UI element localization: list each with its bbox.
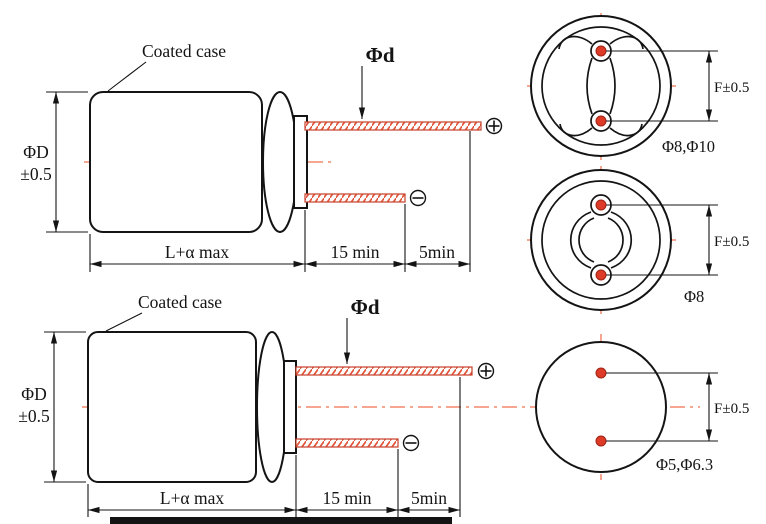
negative-lead <box>295 438 399 448</box>
vent-pattern <box>558 35 644 137</box>
negative-lead <box>304 193 406 203</box>
case-outline <box>530 15 672 157</box>
dimension-lead-diameter: Φd <box>343 295 380 364</box>
positive-terminal-icon <box>477 362 495 380</box>
case-seal-flange <box>256 331 288 483</box>
body-diameter-label: ΦD <box>23 142 48 162</box>
body-diameter-tolerance-label: ±0.5 <box>18 406 50 426</box>
vent-pattern <box>569 194 633 286</box>
case-outline <box>530 169 672 311</box>
end-view-2: F±0.5 Φ8 <box>527 166 749 314</box>
dimension-body-diameter: ΦD ±0.5 <box>20 91 88 233</box>
negative-terminal-dot <box>595 269 607 281</box>
end-view-3: F±0.5 Φ5,Φ6.3 <box>535 334 749 480</box>
positive-lead <box>304 121 482 131</box>
end-view-1: F±0.5 Φ8,Φ10 <box>527 13 749 160</box>
negative-terminal-icon <box>409 189 427 207</box>
case-size-label: Φ5,Φ6.3 <box>656 455 713 474</box>
inner-rim <box>541 26 661 146</box>
lead-length-min-label: 15 min <box>330 242 379 262</box>
dimension-lead-pitch: F±0.5 <box>606 372 749 442</box>
case-seal-flange <box>262 91 298 233</box>
lead-diameter-label: Φd <box>365 43 394 67</box>
body-diameter-tolerance-label: ±0.5 <box>20 164 52 184</box>
inner-rim <box>541 180 661 300</box>
case-outline <box>535 341 667 473</box>
pitch-label: F±0.5 <box>714 234 749 250</box>
capacitor-body <box>89 91 263 233</box>
positive-terminal-dot <box>595 199 607 211</box>
case-size-label: Φ8 <box>684 287 704 306</box>
negative-terminal-icon <box>402 434 420 452</box>
dimension-lengths: L+α max 15 min 5min <box>89 131 471 272</box>
pitch-label: F±0.5 <box>714 401 749 417</box>
dimension-lead-pitch: F±0.5 <box>606 50 749 122</box>
body-diameter-label: ΦD <box>21 384 46 404</box>
seal-stub <box>293 115 308 209</box>
leader-line <box>107 61 147 92</box>
side-view-top: Coated case ΦD ±0.5 Φd L+α max 15 min 5m… <box>20 41 503 272</box>
body-length-label: L+α max <box>165 242 229 262</box>
coated-case-label: Coated case <box>142 41 226 61</box>
dimension-lengths: L+α max 15 min 5min <box>87 377 461 517</box>
lead-length-min-label: 15 min <box>322 488 371 508</box>
negative-terminal-dot <box>595 115 607 127</box>
seal-stub <box>283 360 297 454</box>
dimension-body-diameter: ΦD ±0.5 <box>18 331 86 483</box>
side-view-bottom: Coated case ΦD ±0.5 Φd L+α max 15 min 5m… <box>18 292 700 517</box>
lead-tip-min-label: 5min <box>411 488 447 508</box>
dimension-lead-diameter: Φd <box>358 43 395 119</box>
pitch-label: F±0.5 <box>714 80 749 96</box>
body-length-label: L+α max <box>160 488 224 508</box>
capacitor-body <box>87 331 257 483</box>
coated-case-label: Coated case <box>138 292 222 312</box>
positive-lead <box>295 366 473 376</box>
dimension-lead-pitch: F±0.5 <box>606 204 749 276</box>
positive-terminal-dot <box>595 45 607 57</box>
lead-tip-min-label: 5min <box>419 242 455 262</box>
lead-diameter-label: Φd <box>350 295 379 319</box>
leader-line <box>105 312 143 332</box>
table-border-fragment <box>110 517 452 524</box>
negative-terminal-dot <box>595 435 607 447</box>
positive-terminal-icon <box>485 117 503 135</box>
positive-terminal-dot <box>595 367 607 379</box>
case-size-label: Φ8,Φ10 <box>662 137 715 156</box>
